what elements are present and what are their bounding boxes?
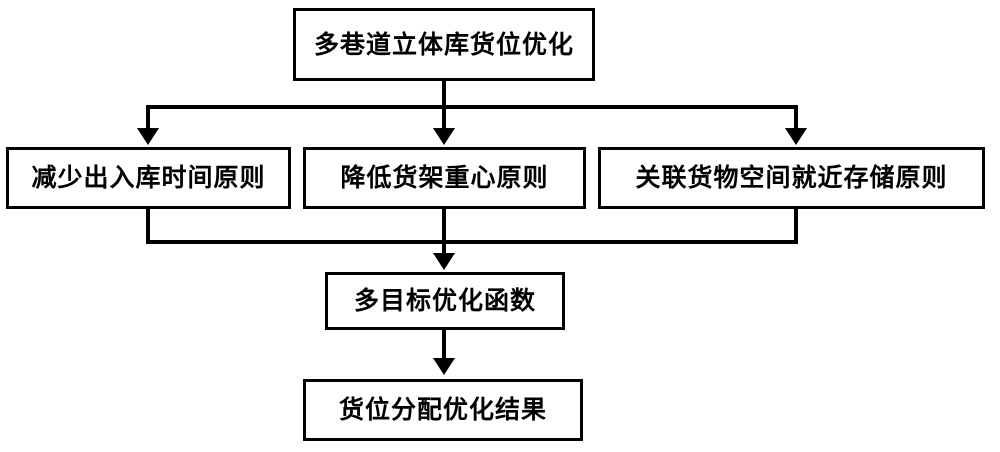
edge-root-to-p2 <box>442 105 446 131</box>
edge-root-bus <box>146 105 798 109</box>
node-root-label: 多巷道立体库货位优化 <box>313 29 574 59</box>
edge-obj-to-result <box>442 330 446 359</box>
arrowhead-root-to-p1 <box>137 128 159 145</box>
edge-p3-down <box>794 209 798 243</box>
edge-root-to-p1 <box>146 105 150 131</box>
node-principle-proximity-label: 关联货物空间就近存储原则 <box>635 163 948 193</box>
node-principle-proximity[interactable]: 关联货物空间就近存储原则 <box>598 147 985 209</box>
node-principle-gravity[interactable]: 降低货架重心原则 <box>303 147 586 209</box>
node-result-label: 货位分配优化结果 <box>338 395 547 425</box>
edge-root-stub <box>442 81 446 107</box>
node-objective-function-label: 多目标优化函数 <box>353 286 536 316</box>
node-objective-function[interactable]: 多目标优化函数 <box>325 272 565 330</box>
arrowhead-bus-to-obj <box>433 253 455 270</box>
edge-bus-to-obj <box>442 240 446 256</box>
arrowhead-root-to-p3 <box>785 128 807 145</box>
node-principle-time[interactable]: 减少出入库时间原则 <box>6 147 291 209</box>
edge-p1-down <box>146 209 150 243</box>
arrowhead-obj-to-result <box>433 358 455 375</box>
node-principle-time-label: 减少出入库时间原则 <box>31 163 266 193</box>
arrowhead-root-to-p2 <box>433 128 455 145</box>
node-result[interactable]: 货位分配优化结果 <box>303 379 583 441</box>
edge-p2-down <box>442 209 446 243</box>
edge-root-to-p3 <box>794 105 798 131</box>
edge-merge-bus <box>146 240 798 244</box>
node-principle-gravity-label: 降低货架重心原则 <box>340 163 549 193</box>
node-root[interactable]: 多巷道立体库货位优化 <box>293 8 595 81</box>
